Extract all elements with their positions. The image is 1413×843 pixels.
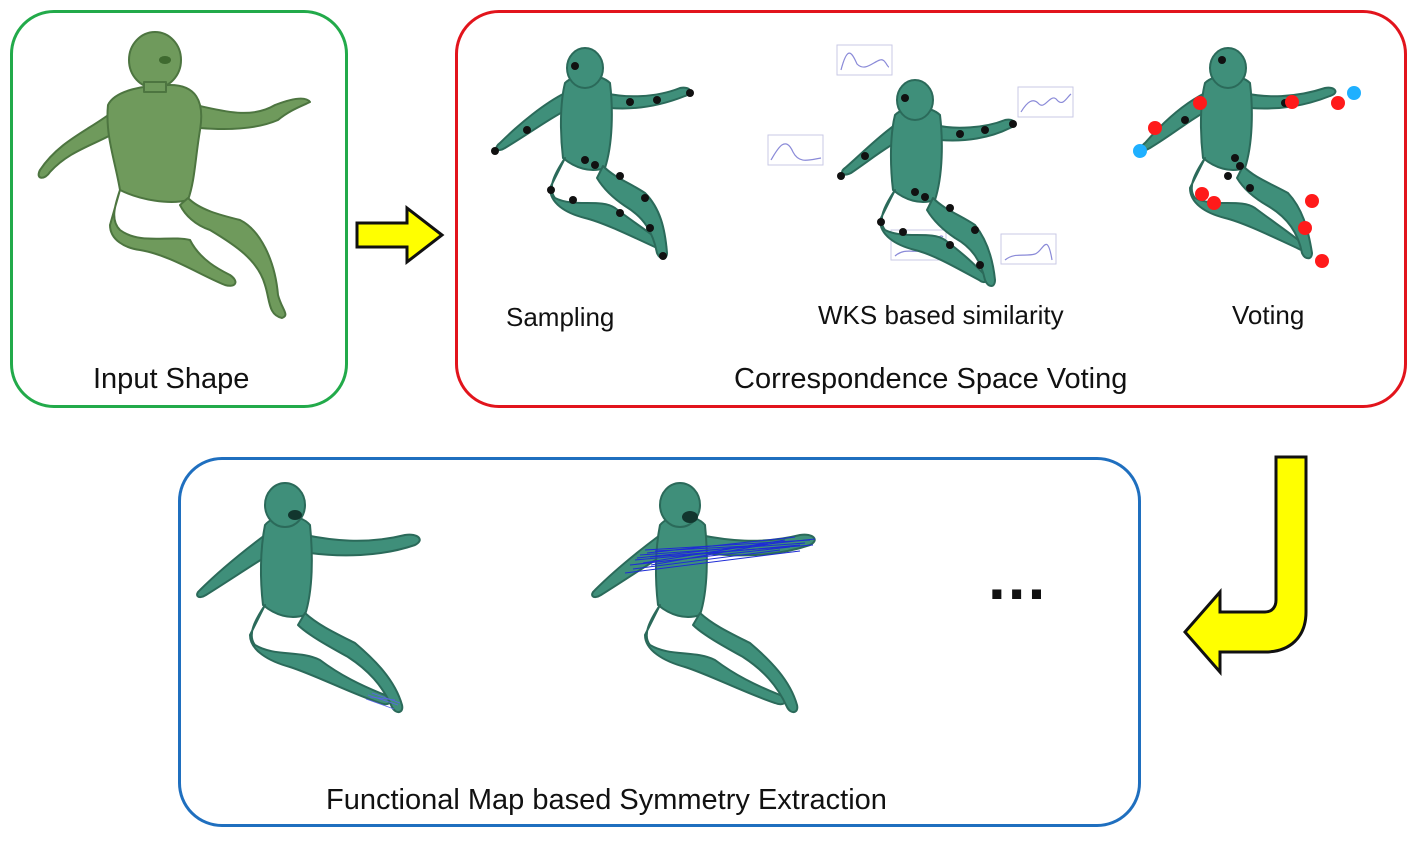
wks-similarity-label: WKS based similarity [818,300,1064,330]
wks-similarity-figure [767,44,1074,287]
more-results-ellipsis: ... [988,541,1048,613]
functional-map-symmetry-caption: Functional Map based Symmetry Extraction [326,784,887,816]
input-shape-panel [10,10,348,408]
symmetry-figure-1 [196,482,421,713]
sampling-figure [491,47,694,260]
voting-figure [1133,47,1361,268]
input-shape-caption: Input Shape [93,363,250,395]
input-shape-figure [37,31,311,319]
voting-label: Voting [1232,300,1305,330]
sampling-label: Sampling [506,302,615,332]
arrow-right-icon [355,204,445,266]
symmetry-figure-2 [591,482,816,713]
correspondence-space-voting-caption: Correspondence Space Voting [734,363,1128,395]
arrow-turn-left-icon [1183,455,1308,676]
